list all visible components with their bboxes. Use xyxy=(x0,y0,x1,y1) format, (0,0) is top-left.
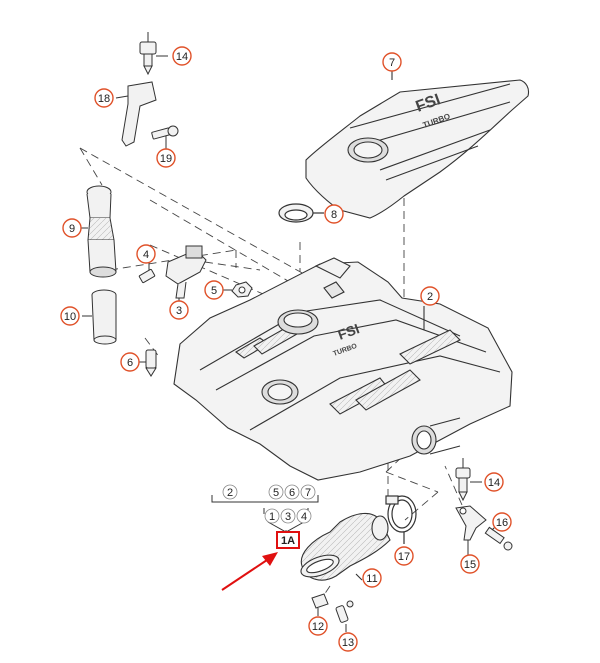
callout-c8 xyxy=(324,204,344,224)
callout-c13 xyxy=(338,632,358,652)
group-callout-c5b xyxy=(268,484,284,500)
callout-c10 xyxy=(60,306,80,326)
highlight-arrow xyxy=(221,552,278,591)
callout-c11 xyxy=(362,568,382,588)
callout-c4a xyxy=(136,244,156,264)
group-callout-c3b xyxy=(280,508,296,524)
part-9-intake-hose xyxy=(80,185,117,278)
callout-c12 xyxy=(308,616,328,636)
group-label-c4b: 4 xyxy=(301,511,307,523)
group-callout-c2b xyxy=(222,484,238,500)
part-4-screw xyxy=(138,262,156,284)
callout-c5a xyxy=(204,280,224,300)
callout-label-c10: 10 xyxy=(64,311,76,323)
callout-label-c14b: 14 xyxy=(488,477,500,489)
callout-label-c17: 17 xyxy=(398,551,410,563)
callout-label-c12: 12 xyxy=(312,621,324,633)
part-6-screw xyxy=(138,349,157,377)
callout-label-c9: 9 xyxy=(69,223,75,235)
group-label-c2b: 2 xyxy=(227,487,233,499)
callout-label-c3a: 3 xyxy=(176,305,182,317)
callout-c2a xyxy=(420,286,440,306)
callout-label-c2a: 2 xyxy=(427,291,433,303)
callout-label-c5a: 5 xyxy=(211,285,217,297)
callout-label-c11: 11 xyxy=(366,573,377,585)
callout-label-c14a: 14 xyxy=(176,51,188,63)
callout-c19 xyxy=(156,148,176,168)
part-8-seal-ring xyxy=(278,203,324,223)
callout-label-c13: 13 xyxy=(342,637,354,649)
part-11-hose xyxy=(300,512,391,581)
group-label-c6b: 6 xyxy=(289,487,295,499)
callout-c7a xyxy=(382,52,402,72)
part-10-tube xyxy=(82,289,117,345)
callout-c14b xyxy=(484,472,504,492)
group-callout-c7b xyxy=(300,484,316,500)
part-2-engine-cover-main xyxy=(173,257,513,481)
part-13-screw xyxy=(335,600,354,632)
callout-c16 xyxy=(492,512,512,532)
part-7-engine-cover-top xyxy=(305,58,530,219)
callout-c14a xyxy=(172,46,192,66)
callout-c9 xyxy=(62,218,82,238)
callout-label-c6a: 6 xyxy=(127,357,133,369)
part-18-bracket xyxy=(115,81,157,147)
callout-label-c18: 18 xyxy=(98,93,110,105)
part-14-top-bolt xyxy=(139,32,168,76)
callout-label-c7a: 7 xyxy=(389,57,395,69)
callout-c6a xyxy=(120,352,140,372)
callout-label-c8: 8 xyxy=(331,209,337,221)
part-14-right-bolt xyxy=(455,458,482,502)
group-label-c1: 1 xyxy=(269,511,275,523)
part-16-screw xyxy=(484,523,513,551)
callout-label-c4a: 4 xyxy=(143,249,149,261)
callout-c3a xyxy=(169,300,189,320)
group-label-c7b: 7 xyxy=(305,487,311,499)
part-12-clip xyxy=(311,593,329,616)
highlight-box xyxy=(276,531,300,549)
callout-c17 xyxy=(394,546,414,566)
callout-c15 xyxy=(460,554,480,574)
cover7-brand: FSI xyxy=(414,91,443,115)
group-callout-c6b xyxy=(284,484,300,500)
part-19-screw xyxy=(151,125,179,152)
cover7-brand-sub: TURBO xyxy=(422,112,452,130)
callout-label-c19: 19 xyxy=(160,153,172,165)
callout-label-c15: 15 xyxy=(464,559,476,571)
callout-label-c16: 16 xyxy=(496,517,508,529)
highlight-label: 1A xyxy=(281,535,295,547)
callout-c18 xyxy=(94,88,114,108)
cover2-brand-sub: TURBO xyxy=(332,343,358,358)
part-5-nut xyxy=(222,281,253,298)
part-15-bracket xyxy=(455,505,487,556)
cover2-brand: FSI xyxy=(336,320,362,342)
group-callout-c1 xyxy=(264,508,280,524)
group-label-c3b: 3 xyxy=(285,511,291,523)
group-callout-c4b xyxy=(296,508,312,524)
group-label-c5b: 5 xyxy=(273,487,279,499)
part-17-hose-clamp xyxy=(385,495,417,544)
part-3-sensor xyxy=(165,245,207,305)
